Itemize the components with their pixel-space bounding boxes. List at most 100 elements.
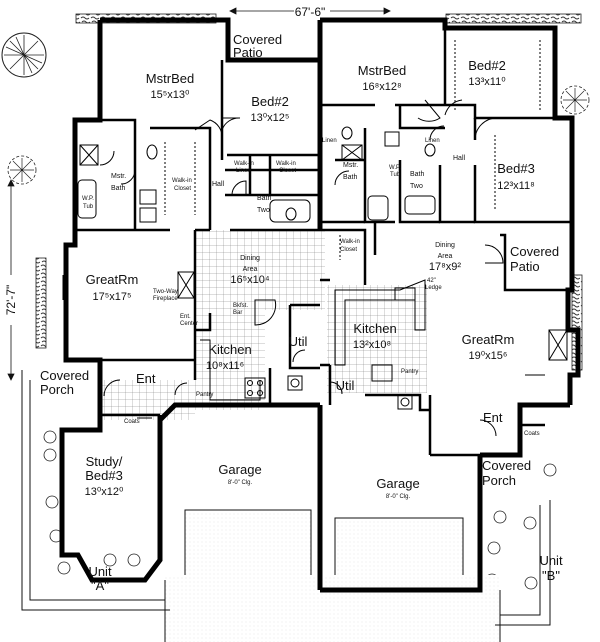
stone-border-left bbox=[35, 257, 47, 349]
shower-icon bbox=[79, 144, 99, 166]
mstr-bath-a-label-2: Bath bbox=[111, 185, 126, 192]
util-b-label: Util bbox=[336, 378, 355, 393]
bush-icon bbox=[43, 448, 57, 462]
bush-icon bbox=[103, 553, 117, 567]
sink-icon bbox=[394, 287, 416, 301]
pantry-b-label: Pantry bbox=[401, 369, 418, 375]
master-bed-b-dim: 16⁸x12⁸ bbox=[362, 81, 401, 93]
garage-b-ceiling: 8'-0" Clg. bbox=[386, 494, 411, 500]
shrub-icon bbox=[1, 32, 47, 78]
bath-b-label: Bath bbox=[410, 171, 425, 178]
dining-b-label-2: Area bbox=[438, 253, 453, 260]
bed3-b-dim: 12³x11⁸ bbox=[497, 180, 534, 192]
fireplace-icon bbox=[177, 271, 195, 299]
wp-tub-a-label-2: Tub bbox=[83, 204, 94, 210]
master-bed-b-label: MstrBed bbox=[358, 63, 406, 78]
kitchen-b-dim: 13²x10⁸ bbox=[353, 339, 391, 351]
walkin-closet-b-label: Walk-in bbox=[340, 239, 360, 245]
covered-patio-b-label-2: Patio bbox=[510, 259, 540, 274]
walkin-closet2-a-label: Walk-in bbox=[276, 161, 296, 167]
toilet-icon bbox=[424, 143, 436, 157]
labels: 67'-6" 72'-7" Covered Patio MstrBed 15⁵x… bbox=[4, 5, 563, 593]
bush-icon bbox=[57, 561, 71, 575]
coats-b-label: Coats bbox=[524, 431, 540, 437]
tile-dining-a bbox=[195, 230, 325, 310]
washer-icon bbox=[287, 375, 303, 391]
dining-b-dim: 17⁸x9² bbox=[429, 261, 461, 273]
wp-tub-a-label: W.P. bbox=[82, 196, 94, 202]
walkin-linen-a-label-2: Linen bbox=[236, 168, 251, 174]
greatroom-a-label: GreatRm bbox=[86, 272, 139, 287]
tub-icon bbox=[404, 195, 436, 215]
washer-icon bbox=[397, 394, 413, 410]
bush-icon bbox=[543, 463, 557, 477]
bed2-b-label: Bed#2 bbox=[468, 58, 506, 73]
overall-depth-label: 72'-7" bbox=[4, 285, 18, 316]
bush-icon bbox=[487, 541, 501, 555]
covered-porch-a-label-2: Porch bbox=[40, 382, 74, 397]
study-a-label-2: Bed#3 bbox=[85, 468, 123, 483]
covered-patio-b-label: Covered bbox=[510, 244, 559, 259]
toilet-icon bbox=[341, 126, 353, 140]
dining-a-label-2: Area bbox=[243, 266, 258, 273]
entry-a-label: Ent bbox=[136, 371, 156, 386]
covered-patio-a-label: Covered bbox=[233, 32, 282, 47]
linen-b-label-2: Linen bbox=[425, 138, 440, 144]
bush-icon bbox=[127, 553, 141, 567]
bed2-b-dim: 13³x11⁰ bbox=[468, 76, 506, 88]
dining-a-label: Dining bbox=[240, 255, 260, 262]
walkin-closet-a-label: Walk-in bbox=[172, 178, 192, 184]
garage-a-label: Garage bbox=[218, 462, 261, 477]
hall-b-label: Hall bbox=[453, 155, 466, 162]
coats-a-label: Coats bbox=[124, 419, 140, 425]
wp-tub-b-label: W.P. bbox=[389, 165, 401, 171]
dining-a-dim: 16⁵x10⁴ bbox=[230, 274, 270, 286]
mstr-bath-b-label: Mstr. bbox=[343, 162, 358, 169]
covered-porch-b-label-2: Porch bbox=[482, 473, 516, 488]
ledge-b-label: 42" bbox=[427, 278, 436, 284]
kitchen-b-label: Kitchen bbox=[353, 321, 396, 336]
walkin-closet2-a-label-2: Closet bbox=[279, 168, 296, 174]
unit-a-label: Unit bbox=[88, 564, 112, 579]
covered-porch-a-label: Covered bbox=[40, 368, 89, 383]
master-bed-a-dim: 15⁵x13⁰ bbox=[151, 89, 191, 101]
entry-b-label: Ent bbox=[483, 410, 503, 425]
bath-two-a-label: Bath bbox=[257, 195, 272, 202]
bkfst-bar-a-label: Bkfst. bbox=[233, 303, 248, 309]
walkin-closet-a-label-2: Closet bbox=[174, 186, 191, 192]
garage-b-label: Garage bbox=[376, 476, 419, 491]
toilet-icon bbox=[146, 144, 158, 160]
stone-border-top-right bbox=[445, 13, 582, 24]
shower-icon bbox=[341, 144, 363, 161]
unit-b-letter: "B" bbox=[542, 568, 560, 583]
study-a-label: Study/ bbox=[86, 454, 123, 469]
sink-icon bbox=[139, 189, 157, 205]
dimension-lines bbox=[7, 7, 391, 381]
fireplace-icon bbox=[548, 329, 568, 361]
wp-tub-b-label-2: Tub bbox=[390, 172, 401, 178]
bed3-b-label: Bed#3 bbox=[497, 161, 535, 176]
greatroom-b-dim: 19⁰x15⁶ bbox=[469, 350, 508, 362]
covered-patio-a-label-2: Patio bbox=[233, 45, 263, 60]
bush-icon bbox=[524, 576, 538, 590]
bush-icon bbox=[493, 510, 507, 524]
dining-b-label: Dining bbox=[435, 242, 455, 249]
tile-kitchen-a bbox=[195, 310, 265, 410]
fireplace-a-label: Two-Way bbox=[153, 289, 178, 295]
study-a-dim: 13⁰x12⁰ bbox=[85, 486, 124, 498]
mstr-bath-b-label-2: Bath bbox=[343, 174, 358, 181]
shrub-icon bbox=[560, 85, 590, 115]
fixtures bbox=[62, 40, 579, 419]
tub-icon bbox=[77, 179, 97, 219]
overall-width-label: 67'-6" bbox=[295, 5, 326, 19]
bath-two-a-label-2: Two bbox=[257, 207, 270, 214]
greatroom-a-dim: 17⁵x17⁵ bbox=[92, 291, 131, 303]
sink-icon bbox=[384, 131, 400, 147]
linen-b-label: Linen bbox=[322, 138, 337, 144]
ledge-b-label-2: Ledge bbox=[425, 285, 442, 291]
range-icon bbox=[371, 364, 393, 382]
mstr-bath-a-label: Mstr. bbox=[111, 173, 126, 180]
toilet-icon bbox=[285, 207, 297, 221]
ent-center-a-label-2: Center bbox=[180, 321, 198, 327]
